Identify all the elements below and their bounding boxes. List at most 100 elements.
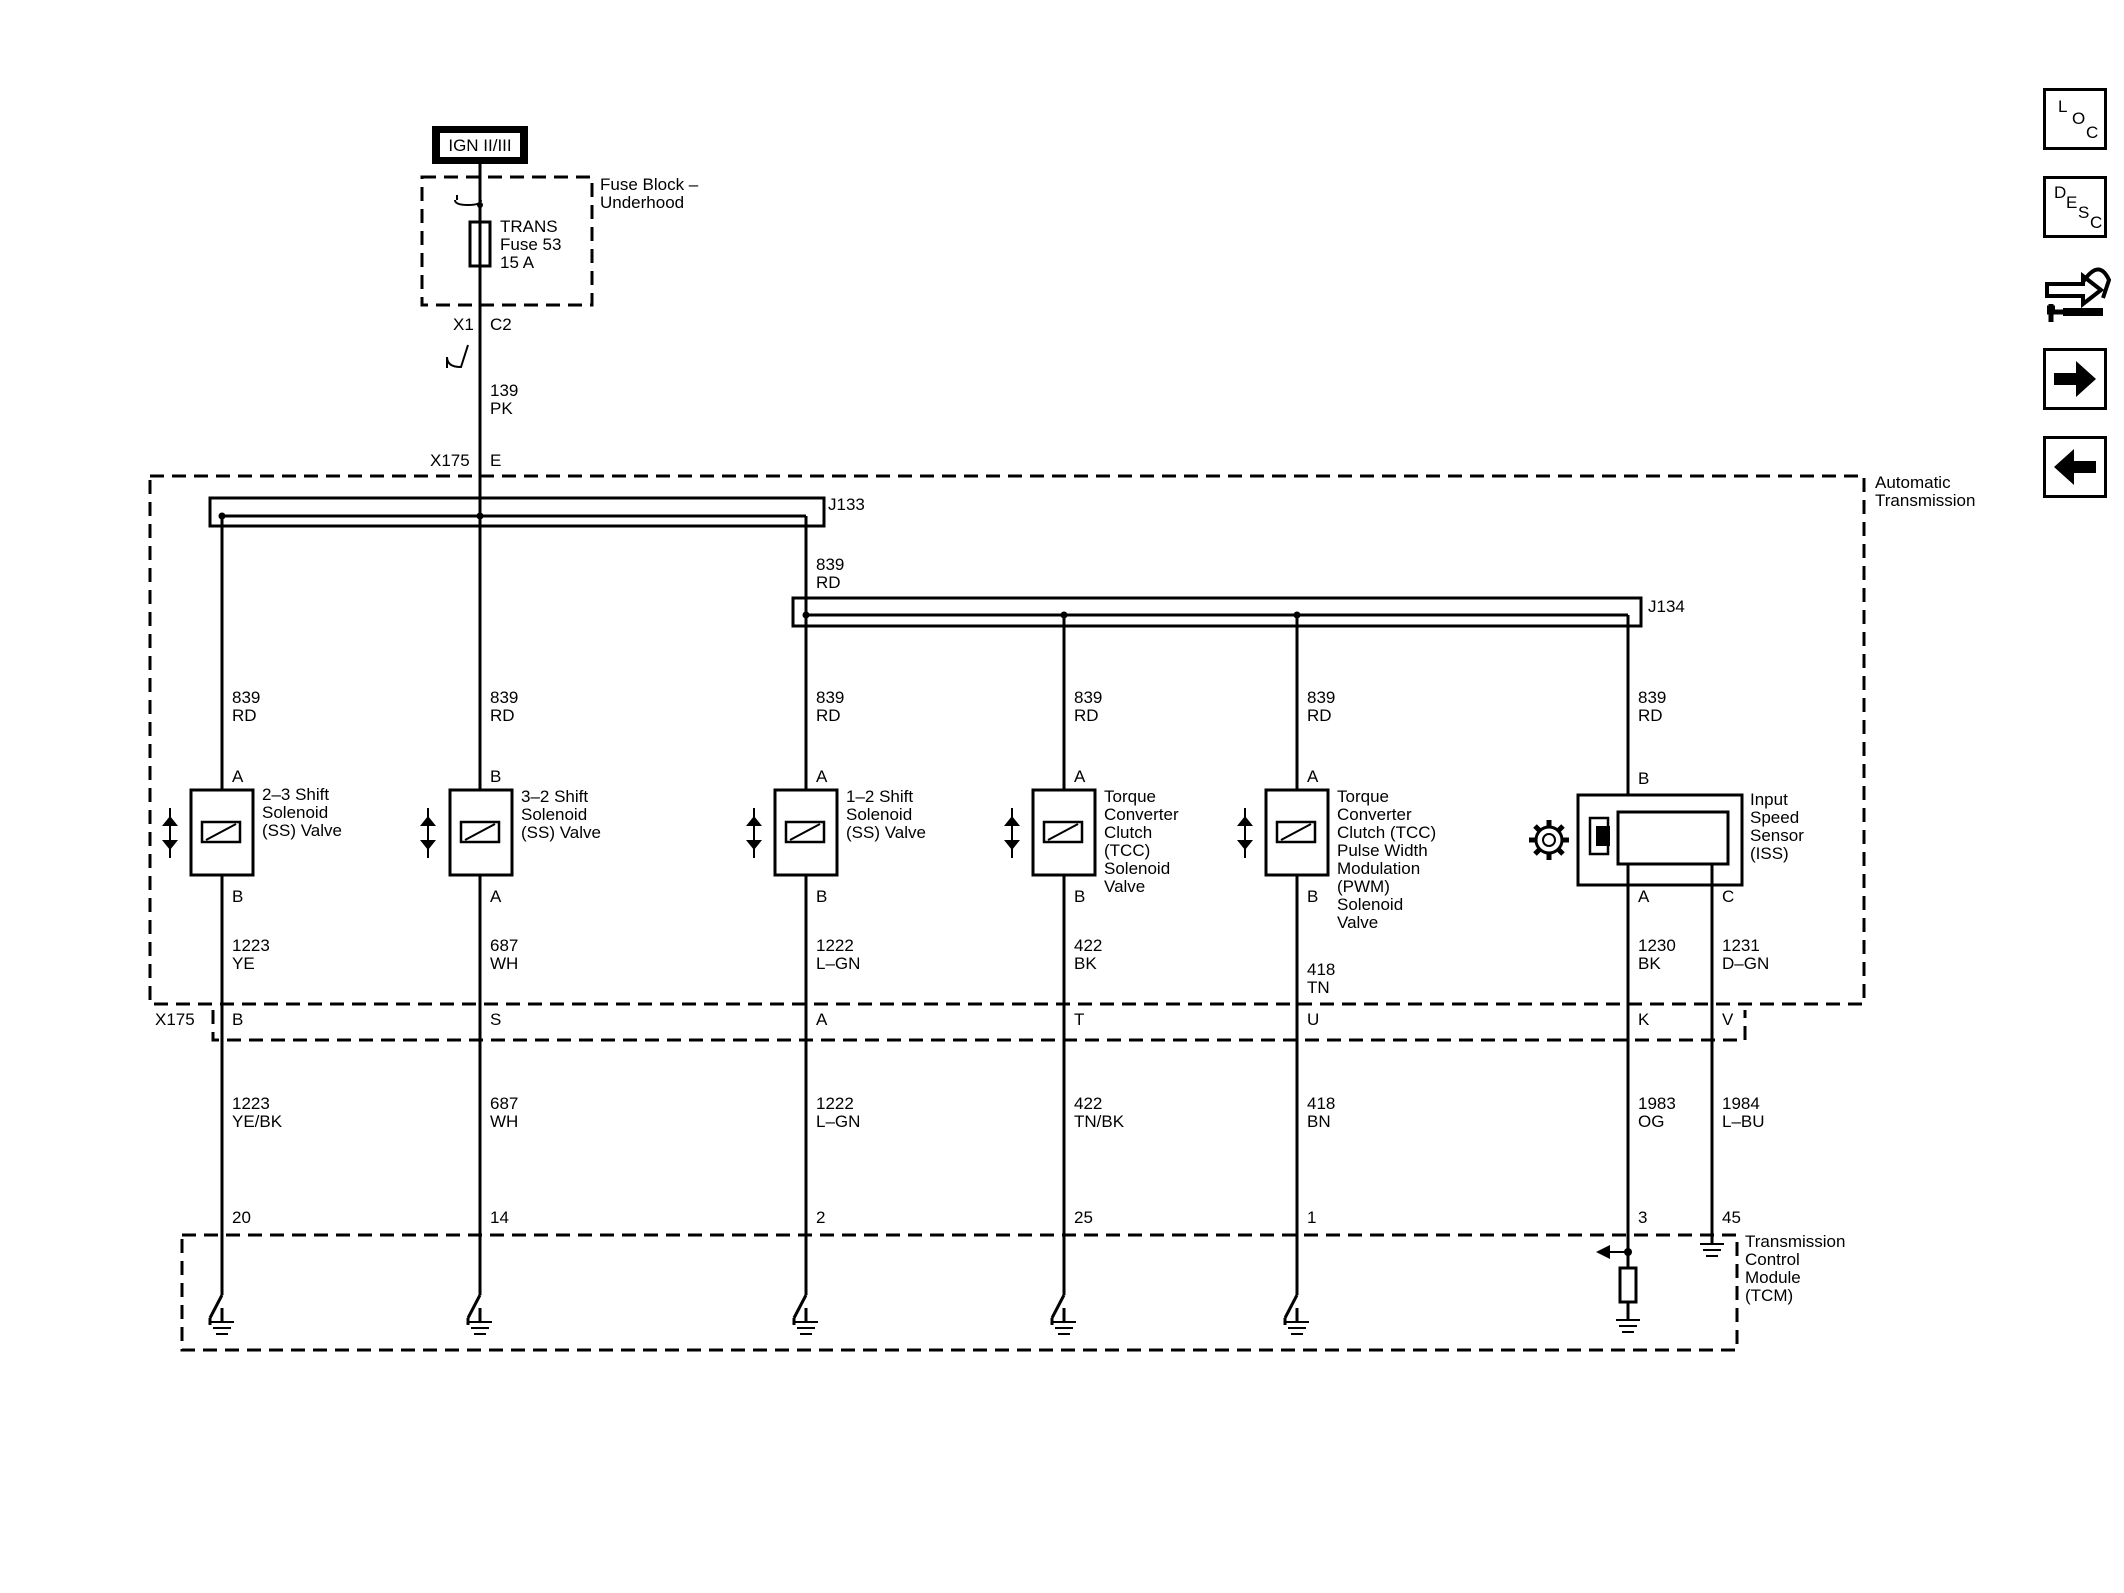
solenoid-tcc: 839 RD A Torque Converter Clutch (TCC) S… [1004, 615, 1179, 1295]
svg-text:Solenoid: Solenoid [521, 805, 587, 824]
svg-text:C: C [1722, 887, 1734, 906]
ign-power-source: IGN II/III [432, 126, 528, 164]
previous-page-button[interactable] [2043, 436, 2107, 498]
fuse-label-2: Fuse 53 [500, 235, 561, 254]
tcm-low-side-drivers [208, 1294, 1309, 1335]
input-speed-sensor: 839 RD B Input Speed Sensor (ISS) A 1230… [1529, 615, 1804, 1282]
svg-text:14: 14 [490, 1208, 509, 1227]
svg-text:L–BU: L–BU [1722, 1112, 1765, 1131]
loc-button[interactable]: L O C [2043, 88, 2107, 150]
svg-text:839: 839 [490, 688, 518, 707]
splice-j133: J133 [208, 495, 865, 528]
c2-label: C2 [490, 315, 512, 334]
svg-text:X175: X175 [155, 1010, 195, 1029]
svg-text:45: 45 [1722, 1208, 1741, 1227]
svg-text:Clutch (TCC): Clutch (TCC) [1337, 823, 1436, 842]
svg-text:BK: BK [1074, 954, 1097, 973]
wire-j133-j134-number: 839 [816, 555, 844, 574]
svg-text:B: B [232, 1010, 243, 1029]
svg-text:A: A [1638, 887, 1650, 906]
svg-text:T: T [1074, 1010, 1084, 1029]
svg-text:(SS) Valve: (SS) Valve [262, 821, 342, 840]
svg-text:A: A [1074, 767, 1086, 786]
svg-text:RD: RD [232, 706, 257, 725]
svg-text:3: 3 [1638, 1208, 1647, 1227]
svg-text:RD: RD [490, 706, 515, 725]
fuse-block-label-1: Fuse Block – [600, 175, 699, 194]
desc-button[interactable]: D E S C [2043, 176, 2107, 238]
next-page-button[interactable] [2043, 348, 2107, 410]
arrow-left-icon [2054, 449, 2096, 485]
svg-text:Control: Control [1745, 1250, 1800, 1269]
svg-text:1984: 1984 [1722, 1094, 1760, 1113]
svg-text:TN: TN [1307, 978, 1330, 997]
svg-text:YE/BK: YE/BK [232, 1112, 283, 1131]
svg-text:B: B [1638, 769, 1649, 788]
svg-text:A: A [816, 1010, 828, 1029]
tcm-driver-tcc-pwm [1283, 1294, 1309, 1335]
svg-text:L–GN: L–GN [816, 954, 860, 973]
solenoid-tcc-pwm: 839 RD A Torque Converter Clutch (TCC) P… [1237, 615, 1436, 1295]
svg-text:V: V [1722, 1010, 1734, 1029]
wire-j133-j134-color: RD [816, 573, 841, 592]
svg-text:687: 687 [490, 1094, 518, 1113]
svg-text:(SS) Valve: (SS) Valve [846, 823, 926, 842]
svg-text:(TCM): (TCM) [1745, 1286, 1793, 1305]
svg-text:3–2 Shift: 3–2 Shift [521, 787, 588, 806]
j134-label: J134 [1648, 597, 1685, 616]
ign-label: IGN II/III [448, 136, 511, 155]
svg-text:418: 418 [1307, 1094, 1335, 1113]
svg-text:2–3 Shift: 2–3 Shift [262, 785, 329, 804]
svg-text:418: 418 [1307, 960, 1335, 979]
svg-text:Pulse Width: Pulse Width [1337, 841, 1428, 860]
svg-text:(ISS): (ISS) [1750, 844, 1789, 863]
svg-text:WH: WH [490, 1112, 518, 1131]
svg-text:Torque: Torque [1104, 787, 1156, 806]
svg-text:(TCC): (TCC) [1104, 841, 1150, 860]
svg-text:2: 2 [816, 1208, 825, 1227]
svg-text:BK: BK [1638, 954, 1661, 973]
gear-icon [1529, 820, 1569, 860]
fuse-block-underhood: Fuse Block – Underhood TRANS Fuse 53 15 … [420, 175, 699, 307]
j133-label: J133 [828, 495, 865, 514]
svg-text:Solenoid: Solenoid [846, 805, 912, 824]
svg-text:Converter: Converter [1337, 805, 1412, 824]
svg-text:K: K [1638, 1010, 1650, 1029]
x1-connector-symbol [446, 344, 469, 369]
svg-text:20: 20 [232, 1208, 251, 1227]
svg-text:A: A [816, 767, 828, 786]
svg-text:BN: BN [1307, 1112, 1331, 1131]
tcm-driver-2-3 [208, 1294, 234, 1335]
arrow-right-icon [2054, 361, 2096, 397]
svg-text:Valve: Valve [1104, 877, 1145, 896]
svg-text:839: 839 [816, 688, 844, 707]
svg-text:B: B [232, 887, 243, 906]
svg-text:B: B [490, 767, 501, 786]
tcm-driver-3-2 [466, 1294, 492, 1335]
svg-text:Clutch: Clutch [1104, 823, 1152, 842]
transmission-label-2: Transmission [1875, 491, 1975, 510]
svg-text:Speed: Speed [1750, 808, 1799, 827]
svg-text:A: A [490, 887, 502, 906]
fuse-label-1: TRANS [500, 217, 558, 236]
svg-text:422: 422 [1074, 1094, 1102, 1113]
svg-text:YE: YE [232, 954, 255, 973]
svg-text:Solenoid: Solenoid [1337, 895, 1403, 914]
svg-text:A: A [232, 767, 244, 786]
svg-text:1983: 1983 [1638, 1094, 1676, 1113]
svg-text:Module: Module [1745, 1268, 1801, 1287]
svg-text:U: U [1307, 1010, 1319, 1029]
svg-text:839: 839 [1074, 688, 1102, 707]
svg-text:839: 839 [1307, 688, 1335, 707]
svg-text:Input: Input [1750, 790, 1788, 809]
svg-text:(SS) Valve: (SS) Valve [521, 823, 601, 842]
tcm-driver-tcc [1050, 1294, 1076, 1335]
svg-text:(PWM): (PWM) [1337, 877, 1390, 896]
fuse-label-3: 15 A [500, 253, 535, 272]
svg-text:TN/BK: TN/BK [1074, 1112, 1125, 1131]
connector-tool-icon[interactable] [2043, 252, 2113, 332]
automatic-transmission-boundary [148, 474, 1866, 1006]
svg-text:1230: 1230 [1638, 936, 1676, 955]
svg-text:839: 839 [1638, 688, 1666, 707]
